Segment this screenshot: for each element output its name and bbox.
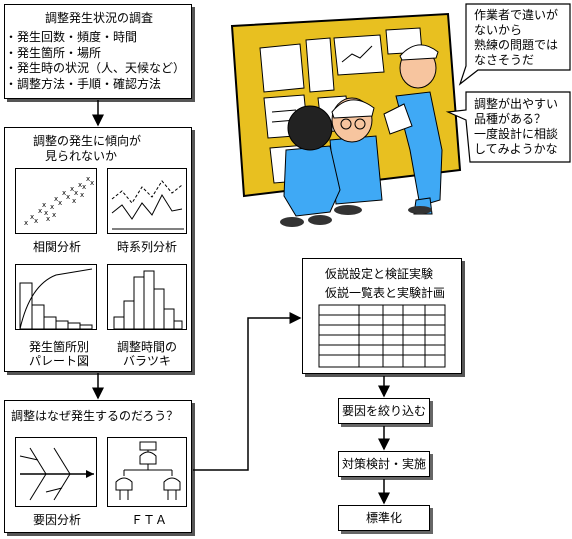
dispersion-label: 調整時間の バラツキ	[117, 340, 177, 368]
dispersion-label-line: バラツキ	[123, 354, 172, 368]
survey-box: 調整発生状況の調査 発生回数・頻度・時間 発生箇所・場所 発生時の状況（人、天候…	[4, 4, 192, 99]
pareto-plot	[19, 268, 93, 330]
worker-dark-hair	[280, 105, 341, 227]
svg-text:x: x	[58, 199, 62, 207]
svg-text:x: x	[38, 207, 42, 215]
svg-text:x: x	[70, 185, 74, 193]
bubble-line: 作業者で違いが	[474, 8, 559, 22]
trend-title-line1: 調整の発生に傾向が	[33, 134, 142, 148]
fta-diagram	[107, 437, 187, 507]
svg-text:x: x	[54, 195, 58, 203]
svg-text:x: x	[50, 203, 54, 211]
svg-text:x: x	[74, 189, 78, 197]
bubble-line: 一度設計に相談	[474, 127, 559, 141]
flow-narrow-box: 要因を絞り込む	[338, 398, 430, 424]
pareto-label-line: 発生箇所別	[29, 340, 90, 354]
bubble-line: 熟練の問題では	[474, 38, 559, 52]
list-item: 発生箇所・場所	[5, 46, 185, 62]
hypothesis-table	[318, 304, 446, 368]
timeseries-chart	[107, 168, 187, 234]
dispersion-label-line: 調整時間の	[117, 340, 178, 354]
bubble-line: 調整が出やすい	[474, 97, 559, 111]
flow-countermeasure-box: 対策検討・実施	[338, 451, 430, 477]
speech-bubble-top: 作業者で違いが ないから 熟練の問題では なさそうだ	[474, 8, 558, 68]
pareto-label: 発生箇所別 パレート図	[29, 340, 89, 368]
fishbone-plot	[19, 447, 94, 501]
svg-text:x: x	[78, 181, 82, 189]
svg-text:x: x	[82, 183, 86, 191]
list-item: 調整方法・手順・確認方法	[5, 77, 185, 93]
svg-text:x: x	[52, 211, 56, 219]
svg-text:x: x	[80, 191, 84, 199]
fta-plot	[115, 441, 181, 500]
pareto-chart	[15, 264, 97, 330]
flow-standardize-label: 標準化	[365, 511, 402, 525]
bubble-line: してみようかな	[474, 142, 558, 156]
svg-text:x: x	[86, 175, 90, 183]
why-title: 調整はなぜ発生するのだろう？	[11, 409, 179, 423]
correlation-label: 相関分析	[33, 240, 82, 254]
timeseries-label: 時系列分析	[117, 240, 178, 254]
fta-label: ＦＴＡ	[131, 513, 168, 527]
why-box: 調整はなぜ発生するのだろう？ 要因分析	[4, 400, 192, 533]
survey-title: 調整発生状況の調査	[45, 11, 154, 25]
speech-bubble-bottom: 調整が出やすい 品種がある？ 一度設計に相談 してみようかな	[474, 97, 558, 157]
hypothesis-subtitle: 仮説一覧表と実験計画	[325, 286, 446, 300]
flow-narrow-label: 要因を絞り込む	[341, 404, 426, 418]
worker-glasses	[329, 97, 383, 215]
arrow-why-to-hypothesis	[193, 312, 302, 471]
svg-text:x: x	[90, 179, 94, 187]
bubble-line: 品種がある？	[474, 112, 547, 126]
svg-text:x: x	[24, 219, 28, 227]
svg-text:x: x	[44, 209, 48, 217]
svg-text:x: x	[46, 215, 50, 223]
worker-standing	[383, 44, 443, 215]
flow-countermeasure-label: 対策検討・実施	[341, 457, 426, 471]
timeseries-plot	[111, 180, 184, 230]
list-item: 発生時の状況（人、天候など）	[5, 61, 185, 77]
fishbone-diagram	[15, 437, 97, 507]
pareto-label-line: パレート図	[29, 354, 90, 368]
trend-title-line2: 見られないか	[45, 149, 118, 163]
survey-list: 発生回数・頻度・時間 発生箇所・場所 発生時の状況（人、天候など） 調整方法・手…	[5, 30, 185, 92]
histogram-plot	[113, 270, 183, 330]
svg-text:x: x	[34, 217, 38, 225]
fishbone-label: 要因分析	[33, 513, 82, 527]
svg-text:x: x	[42, 201, 46, 209]
flow-standardize-box: 標準化	[338, 505, 430, 531]
svg-text:x: x	[66, 193, 70, 201]
bubble-line: ないから	[474, 23, 523, 37]
svg-text:x: x	[62, 189, 66, 197]
svg-text:x: x	[72, 197, 76, 205]
hypothesis-title: 仮説設定と検証実験	[325, 267, 434, 281]
list-item: 発生回数・頻度・時間	[5, 30, 185, 46]
svg-text:x: x	[30, 213, 34, 221]
bubble-line: なさそうだ	[474, 53, 535, 67]
dispersion-chart	[107, 264, 187, 330]
hypothesis-box: 仮説設定と検証実験 仮説一覧表と実験計画	[302, 258, 462, 374]
